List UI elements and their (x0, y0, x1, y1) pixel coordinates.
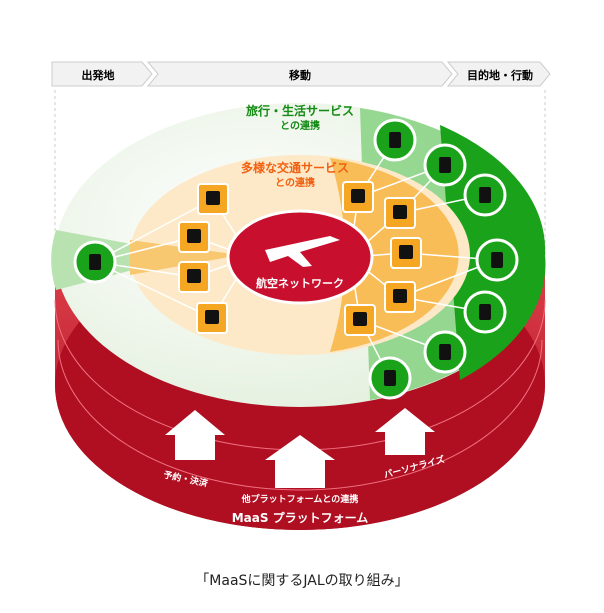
caption: 「MaaSに関するJALの取り組み」 (195, 573, 409, 589)
platform-features: 予約・決済 他プラットフォームとの連携 パーソナライズ MaaS プラットフォー… (162, 408, 446, 525)
cart-icon (463, 290, 507, 334)
taxi-icon (178, 221, 210, 253)
outer-ring-label: 旅行・生活サービス (246, 103, 354, 118)
autonomous-car-icon (342, 181, 374, 213)
luggage-icon (423, 330, 467, 374)
train-icon (197, 183, 229, 215)
travel-icon (463, 173, 507, 217)
stage-travel: 移動 (289, 68, 311, 82)
train-icon (390, 237, 422, 269)
stage-destination: 目的地・行動 (467, 68, 533, 82)
bus-icon (384, 197, 416, 229)
airplane-icon (265, 236, 340, 267)
air-network-hub: 航空ネットワーク (226, 209, 374, 305)
outer-ring-label-2: との連携 (280, 119, 320, 132)
platform-title: MaaS プラットフォーム (232, 510, 369, 525)
drone-icon (196, 302, 228, 334)
hotel-icon (475, 238, 519, 282)
shopping-icon (423, 143, 467, 187)
restaurant-icon (373, 118, 417, 162)
smartphone-icon (73, 240, 117, 284)
stage-header: 出発地 移動 目的地・行動 (51, 61, 551, 260)
drone-icon (344, 304, 376, 336)
inner-ring-label-2: との連携 (275, 176, 315, 189)
inner-ring-label: 多様な交通サービス (241, 160, 349, 175)
stage-origin: 出発地 (82, 68, 115, 82)
gift-icon (368, 356, 412, 400)
bus-icon (178, 261, 210, 293)
feature-platform-integration: 他プラットフォームとの連携 (241, 493, 359, 505)
center-label: 航空ネットワーク (256, 276, 344, 290)
wheelchair-icon (384, 281, 416, 313)
